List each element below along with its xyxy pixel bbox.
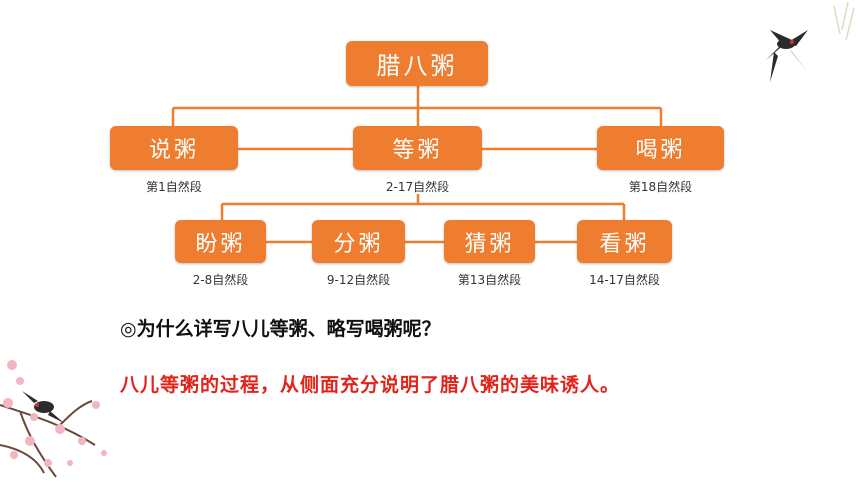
note-shuo-zhou: 第1自然段 (146, 180, 202, 194)
node-pan-zhou: 盼粥 (175, 220, 266, 263)
answer-text: 八儿等粥的过程，从侧面充分说明了腊八粥的美味诱人。 (120, 374, 621, 396)
plum-blossom-icon (0, 360, 107, 478)
question-text: ◎为什么详写八儿等粥、略写喝粥呢？ (120, 318, 441, 340)
node-fen-zhou: 分粥 (312, 220, 405, 263)
root-node: 腊八粥 (346, 41, 488, 86)
note-fen-zhou: 9-12自然段 (326, 273, 391, 287)
node-cai-zhou: 猜粥 (444, 220, 535, 263)
note-kan-zhou: 14-17自然段 (589, 273, 660, 287)
note-he-zhou: 第18自然段 (628, 180, 693, 194)
node-he-zhou: 喝粥 (597, 126, 724, 170)
node-shuo-zhou: 说粥 (110, 126, 238, 170)
node-deng-zhou: 等粥 (353, 126, 482, 170)
swallow-branch-icon (766, 1, 855, 82)
note-pan-zhou: 2-8自然段 (192, 273, 249, 287)
note-cai-zhou: 第13自然段 (457, 273, 522, 287)
node-kan-zhou: 看粥 (577, 220, 672, 263)
note-deng-zhou: 2-17自然段 (385, 180, 450, 194)
